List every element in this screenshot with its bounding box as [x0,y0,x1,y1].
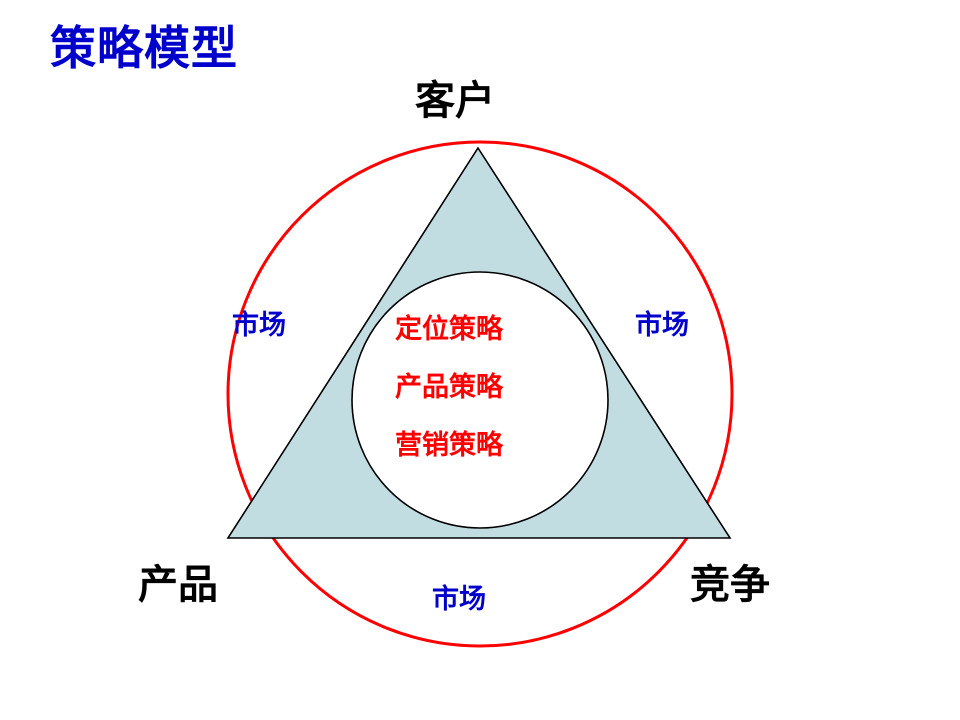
edge-label-market-right: 市场 [635,310,689,340]
edge-label-market-bottom: 市场 [432,584,486,614]
outer-circle [226,140,734,648]
node-label-product: 产品 [138,563,218,607]
node-label-competition: 竞争 [690,563,770,607]
page-title: 策略模型 [50,22,238,74]
node-label-customer: 客户 [415,79,495,123]
edge-label-market-left: 市场 [232,310,286,340]
inner-circle [351,271,609,529]
core-strategy-list: 定位策略 产品策略 营销策略 [395,316,575,459]
core-item-positioning: 定位策略 [395,314,503,344]
core-item-product: 产品策略 [395,372,503,402]
core-item-marketing: 营销策略 [395,430,503,460]
